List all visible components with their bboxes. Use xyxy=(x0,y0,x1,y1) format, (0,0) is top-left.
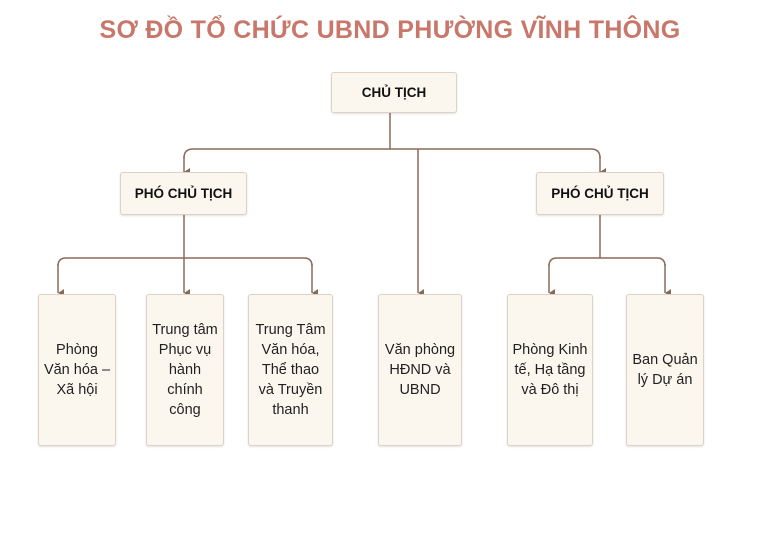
chart-title: SƠ ĐỒ TỔ CHỨC UBND PHƯỜNG VĨNH THÔNG xyxy=(99,16,681,44)
connector-left-horizontal xyxy=(57,257,313,267)
unit-label: Phòng Kinh tế, Hạ tầng và Đô thị xyxy=(512,342,588,398)
vice-chairman-right-label: PHÓ CHỦ TỊCH xyxy=(551,186,649,201)
unit-box-office: Văn phòng HĐND và UBND xyxy=(378,294,462,446)
unit-box-economy-infrastructure: Phòng Kinh tế, Hạ tầng và Đô thị xyxy=(507,294,593,446)
connector-right-horizontal xyxy=(548,257,666,267)
unit-label: Trung Tâm Văn hóa, Thể thao và Truyền th… xyxy=(255,322,326,418)
unit-box-public-service-center: Trung tâm Phục vụ hành chính công xyxy=(146,294,224,446)
vice-chairman-left-box: PHÓ CHỦ TỊCH xyxy=(120,172,247,215)
unit-label: Phòng Văn hóa – Xã hội xyxy=(43,342,111,398)
unit-label: Văn phòng HĐND và UBND xyxy=(384,342,456,398)
unit-box-project-management: Ban Quản lý Dự án xyxy=(626,294,704,446)
unit-label: Ban Quản lý Dự án xyxy=(632,352,698,388)
unit-label: Trung tâm Phục vụ hành chính công xyxy=(152,322,218,418)
connector-top-horizontal xyxy=(183,148,601,159)
unit-box-culture-society: Phòng Văn hóa – Xã hội xyxy=(38,294,116,446)
chairman-box: CHỦ TỊCH xyxy=(331,72,457,113)
vice-chairman-right-box: PHÓ CHỦ TỊCH xyxy=(536,172,664,215)
unit-box-culture-sports-center: Trung Tâm Văn hóa, Thể thao và Truyền th… xyxy=(248,294,333,446)
vice-chairman-left-label: PHÓ CHỦ TỊCH xyxy=(134,186,233,201)
chairman-label: CHỦ TỊCH xyxy=(361,85,427,100)
